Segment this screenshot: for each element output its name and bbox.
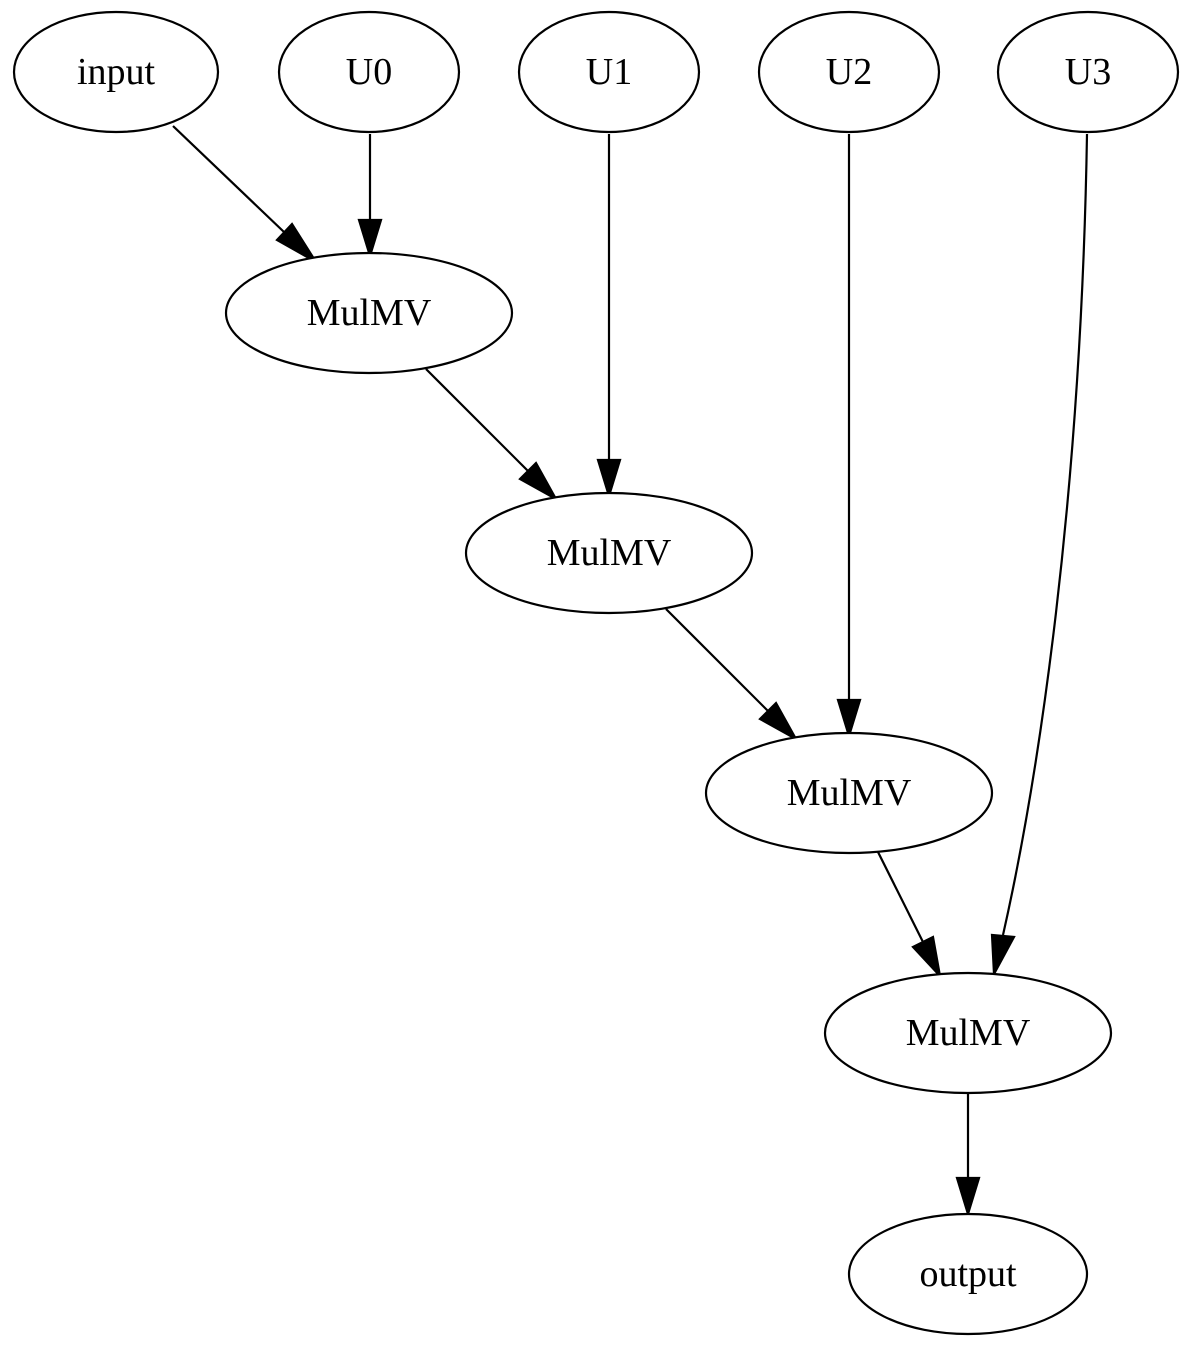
- node-label: MulMV: [906, 1012, 1031, 1054]
- edge-u0-to-mulmv-1: [357, 134, 383, 260]
- edges: [172, 125, 1089, 1218]
- edge-mulmv-1-to-mulmv-2: [425, 368, 559, 502]
- node-mulmv-1[interactable]: MulMV: [224, 251, 514, 375]
- edge-mulmv-2-to-mulmv-3: [665, 608, 799, 742]
- edge-input-to-mulmv-1: [172, 125, 317, 263]
- edge-u1-to-mulmv-2: [596, 134, 622, 500]
- node-mulmv-4[interactable]: MulMV: [823, 971, 1113, 1095]
- node-label: MulMV: [307, 292, 432, 334]
- node-label: input: [77, 51, 156, 93]
- node-mulmv-2[interactable]: MulMV: [464, 491, 754, 615]
- node-label: output: [919, 1253, 1017, 1295]
- node-label: MulMV: [787, 772, 912, 814]
- edge-u3-to-mulmv-4: [990, 133, 1089, 978]
- edge-u2-to-mulmv-3: [836, 134, 862, 740]
- node-u3[interactable]: U3: [996, 10, 1180, 134]
- node-label: U1: [586, 51, 632, 93]
- node-label: MulMV: [547, 532, 672, 574]
- node-u2[interactable]: U2: [757, 10, 941, 134]
- node-input[interactable]: input: [12, 10, 220, 134]
- node-u1[interactable]: U1: [517, 10, 701, 134]
- node-label: U0: [346, 51, 392, 93]
- edge-mulmv-3-to-mulmv-4: [877, 851, 942, 980]
- node-label: U3: [1065, 51, 1111, 93]
- edge-mulmv-4-to-output: [955, 1093, 981, 1218]
- node-mulmv-3[interactable]: MulMV: [704, 731, 994, 855]
- node-u0[interactable]: U0: [277, 10, 461, 134]
- node-output[interactable]: output: [847, 1212, 1089, 1336]
- node-label: U2: [826, 51, 872, 93]
